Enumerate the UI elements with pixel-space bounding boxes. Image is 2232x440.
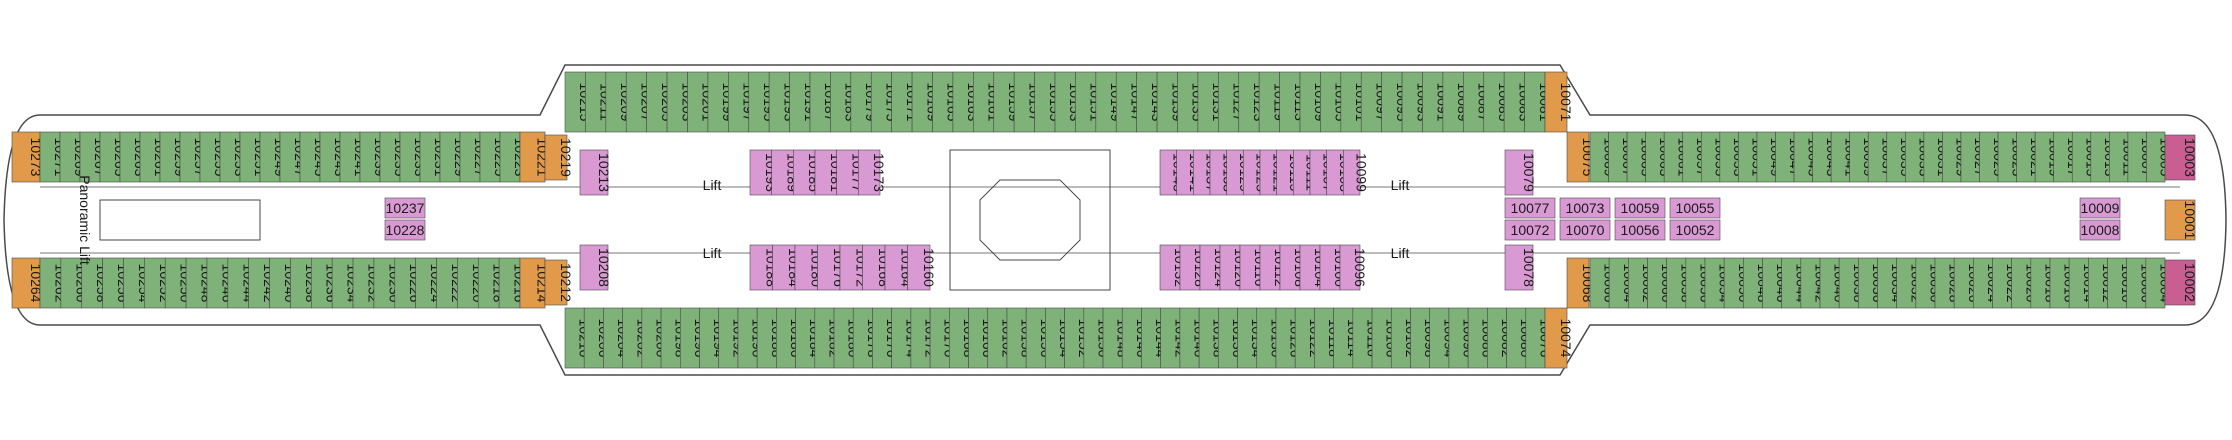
cabin-number: 10078: [1521, 248, 1537, 287]
cabin-number: 10096: [1352, 248, 1368, 287]
cabin-10071[interactable]: 10071: [1544, 71, 1574, 133]
cabin-10070[interactable]: 10070: [1559, 219, 1611, 241]
cabin-10003[interactable]: 10003: [2164, 134, 2198, 181]
cabin-10073[interactable]: 10073: [1559, 197, 1611, 219]
cabin-number: 10073: [1566, 200, 1605, 216]
cabin-10008[interactable]: 10008: [2079, 219, 2121, 241]
cabin-number: 10003: [2182, 138, 2198, 177]
cabin-10072[interactable]: 10072: [1504, 219, 1556, 241]
cabin-10273[interactable]: 10273: [11, 131, 44, 183]
lift-label-4: Lift: [1391, 245, 1410, 261]
cabin-number: 10056: [1621, 222, 1660, 238]
cabin-number: 10008: [2081, 222, 2120, 238]
cabin-10237[interactable]: 10237: [384, 197, 426, 219]
lift-label-2: Lift: [703, 245, 722, 261]
cabin-number: 10055: [1676, 200, 1715, 216]
aft-stair-block: [99, 199, 261, 241]
cabin-number: 10059: [1621, 200, 1660, 216]
cabin-10055[interactable]: 10055: [1669, 197, 1721, 219]
cabin-number: 10173: [871, 153, 887, 192]
cabin-10099[interactable]: 10099: [1343, 149, 1370, 196]
cabin-number: 10072: [1511, 222, 1550, 238]
lift-label-1: Lift: [703, 177, 722, 193]
cabin-layer: 1027310264102711026910267102651026310261…: [11, 71, 2198, 369]
cabin-10077[interactable]: 10077: [1504, 197, 1556, 219]
cabin-10052[interactable]: 10052: [1669, 219, 1721, 241]
cabin-number: 10052: [1676, 222, 1715, 238]
lift-label-3: Lift: [1391, 177, 1410, 193]
cabin-number: 10228: [386, 222, 425, 238]
cabin-number: 10208: [596, 248, 612, 287]
cabin-number: 10009: [2081, 200, 2120, 216]
cabin-number: 10219: [558, 138, 574, 177]
cabin-number: 10002: [2182, 263, 2198, 302]
cabin-number: 10099: [1354, 153, 1370, 192]
panoramic-lift-label: Panoramic Lift: [77, 175, 93, 265]
cabin-10160[interactable]: 10160: [907, 244, 937, 291]
cabin-number: 10237: [386, 200, 425, 216]
machinery-octagon: [979, 179, 1081, 261]
cabin-10056[interactable]: 10056: [1614, 219, 1666, 241]
cabin-number: 10160: [921, 248, 937, 287]
label-layer: Panoramic Lift Lift Lift Lift Lift: [77, 175, 1409, 265]
cabin-10002[interactable]: 10002: [2164, 259, 2198, 306]
cabin-10078[interactable]: 10078: [1504, 244, 1537, 291]
cabin-10228[interactable]: 10228: [384, 219, 426, 241]
cabin-number: 10070: [1566, 222, 1605, 238]
cabin-number: 10212: [558, 263, 574, 302]
cabin-10212[interactable]: 10212: [544, 259, 574, 306]
cabin-10096[interactable]: 10096: [1339, 244, 1368, 291]
cabin-number: 10001: [2182, 201, 2198, 240]
machinery-room: [949, 149, 1111, 291]
cabin-number: 10213: [596, 153, 612, 192]
cabin-10074[interactable]: 10074: [1544, 307, 1574, 369]
cabin-number: 10077: [1511, 200, 1550, 216]
cabin-10264[interactable]: 10264: [11, 257, 44, 309]
cabin-number: 10079: [1521, 153, 1537, 192]
cabin-10079[interactable]: 10079: [1504, 149, 1537, 196]
cabin-10213[interactable]: 10213: [579, 149, 612, 196]
cabin-10208[interactable]: 10208: [579, 244, 612, 291]
cabin-10001[interactable]: 10001: [2164, 199, 2198, 241]
cabin-number: 10074: [1558, 319, 1574, 358]
cabin-number: 10071: [1558, 83, 1574, 122]
cabin-10009[interactable]: 10009: [2079, 197, 2121, 219]
cabin-10059[interactable]: 10059: [1614, 197, 1666, 219]
cabin-10219[interactable]: 10219: [544, 134, 574, 181]
cabin-10173[interactable]: 10173: [858, 149, 887, 196]
